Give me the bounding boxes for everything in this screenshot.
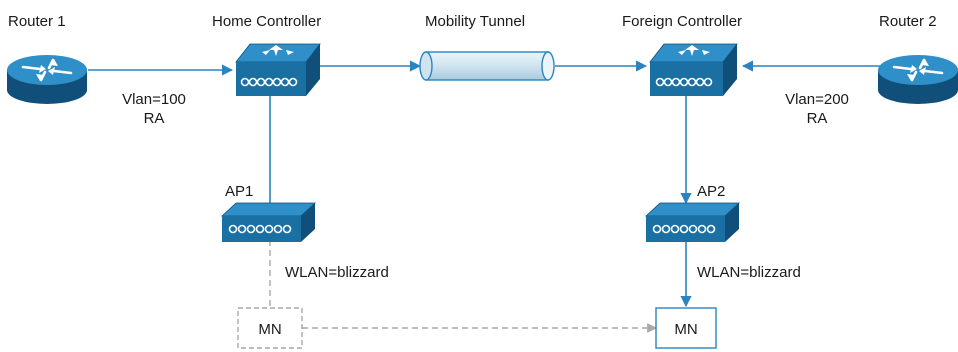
wlan-right-label: WLAN=blizzard <box>697 264 801 281</box>
ap2-label: AP2 <box>697 183 725 200</box>
wlan-left-label: WLAN=blizzard <box>285 264 389 281</box>
vlan-right-line1: Vlan=200 <box>785 91 849 108</box>
router1-icon <box>7 55 87 104</box>
mobility-tunnel-icon <box>419 51 555 81</box>
router1-label: Router 1 <box>8 13 66 30</box>
mn-new-box <box>655 307 717 349</box>
vlan-left-line1: Vlan=100 <box>122 91 186 108</box>
router2-label: Router 2 <box>879 13 937 30</box>
ap2-icon <box>644 202 741 242</box>
mn-new-label: MN <box>674 321 697 338</box>
home-controller-label: Home Controller <box>212 13 321 30</box>
mn-old-box <box>237 307 303 349</box>
mobility-tunnel-label: Mobility Tunnel <box>425 13 525 30</box>
vlan-right-line2: RA <box>807 110 828 127</box>
foreign-controller-icon <box>649 43 738 96</box>
router2-icon <box>878 55 958 104</box>
links <box>88 60 880 333</box>
foreign-controller-label: Foreign Controller <box>622 13 742 30</box>
vlan-left-line2: RA <box>144 110 165 127</box>
home-controller-icon <box>235 43 321 96</box>
mn-old-label: MN <box>258 321 281 338</box>
ap1-label: AP1 <box>225 183 253 200</box>
ap1-icon <box>220 202 317 242</box>
